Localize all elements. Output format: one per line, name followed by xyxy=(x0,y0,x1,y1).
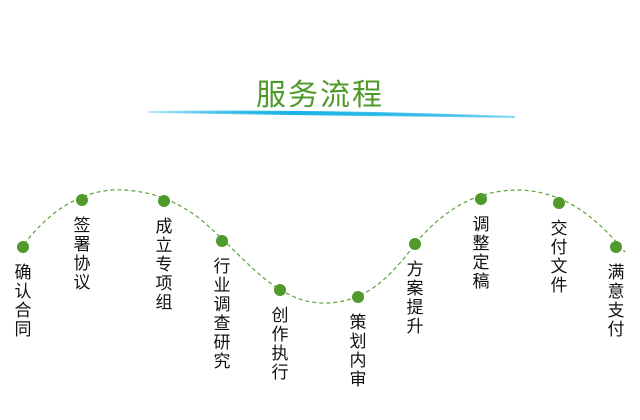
step-label: 交付文件 xyxy=(550,219,568,296)
step-dot xyxy=(76,194,88,206)
step-label: 调整定稿 xyxy=(472,215,490,292)
step-dot xyxy=(610,241,622,253)
step-label: 满意支付 xyxy=(607,263,625,340)
step-dot xyxy=(352,291,364,303)
title-underline xyxy=(147,110,516,118)
step-dot xyxy=(274,284,286,296)
step-label: 成立专项组 xyxy=(155,217,173,313)
step-dot xyxy=(409,238,421,250)
step-label: 策划内审 xyxy=(349,313,367,390)
step-dot xyxy=(475,193,487,205)
step-label: 签署协议 xyxy=(73,216,91,293)
step-dot xyxy=(553,197,565,209)
step-label: 行业调查研究 xyxy=(213,257,231,372)
step-label: 确认合同 xyxy=(14,263,32,340)
step-dot xyxy=(216,235,228,247)
page-title: 服务流程 xyxy=(256,78,384,113)
step-label: 方案提升 xyxy=(406,260,424,337)
step-dot xyxy=(17,241,29,253)
step-dot xyxy=(158,195,170,207)
flow-curve xyxy=(19,189,626,304)
step-label: 创作执行 xyxy=(271,306,289,383)
